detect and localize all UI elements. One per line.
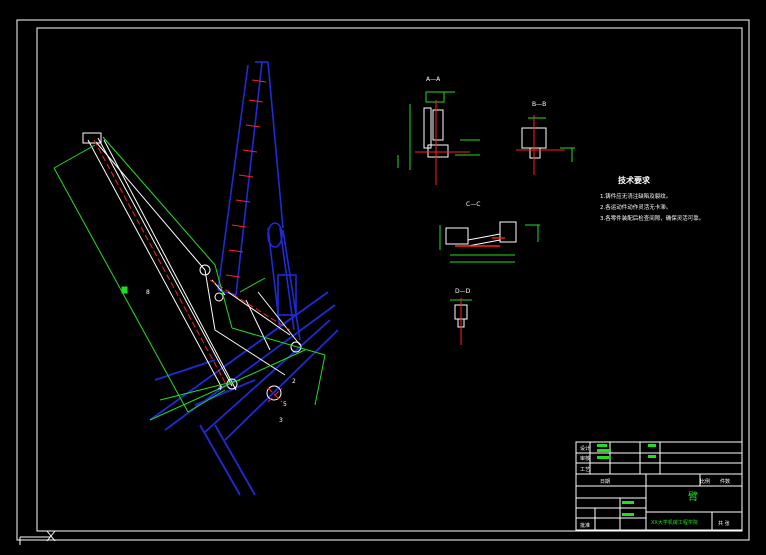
section-label-a: A—A bbox=[426, 76, 441, 83]
boom-center-lines bbox=[93, 139, 291, 403]
tech-requirement-item: 3.各零件装配后检查间隙，确保灵活可靠。 bbox=[600, 214, 704, 222]
ucs-icon bbox=[19, 530, 56, 545]
hydraulic-cylinder bbox=[267, 222, 301, 341]
drawing-frame bbox=[16, 19, 750, 541]
title-block-label: 批准 bbox=[580, 522, 590, 529]
title-block-label: 设计 bbox=[580, 445, 590, 452]
title-block-label: 审核 bbox=[580, 455, 590, 462]
dimension-lines bbox=[53, 136, 326, 421]
title-block: 设计 审核 工艺 批准 比例 件数 共 张 日期 臂 XX大学机械工程学院 bbox=[575, 441, 743, 531]
title-block-date-label: 日期 bbox=[600, 479, 610, 485]
title-block-qty-label: 件数 bbox=[720, 478, 730, 485]
section-view-b: B—B bbox=[516, 101, 575, 175]
main-assembly-view: 8 4 5 2 3 bbox=[53, 61, 339, 496]
tech-requirements: 技术要求 1.铸件应无浇注缺陷及裂纹。 2.各运动件动作灵活无卡滞。 3.各零件… bbox=[600, 175, 704, 222]
title-block-sheet-label: 共 张 bbox=[718, 520, 730, 527]
title-block-subtitle: XX大学机械工程学院 bbox=[651, 519, 698, 526]
section-view-c: C—C bbox=[439, 201, 540, 263]
section-label-c: C—C bbox=[466, 201, 480, 208]
tech-requirement-item: 1.铸件应无浇注缺陷及裂纹。 bbox=[600, 192, 671, 200]
section-label-b: B—B bbox=[532, 101, 546, 108]
svg-text:5: 5 bbox=[283, 401, 287, 408]
svg-text:2: 2 bbox=[292, 378, 296, 385]
title-block-part-name: 臂 bbox=[688, 490, 698, 503]
svg-text:4: 4 bbox=[218, 385, 222, 392]
window-top-strip bbox=[0, 0, 766, 18]
dimension-numbers: 8 4 5 2 3 bbox=[146, 289, 296, 424]
section-view-a: A—A bbox=[397, 76, 480, 185]
mast-center-marks bbox=[225, 79, 267, 278]
tech-requirements-title: 技术要求 bbox=[618, 175, 651, 185]
section-view-d: D—D bbox=[450, 288, 472, 345]
section-label-d: D—D bbox=[455, 288, 471, 295]
svg-text:3: 3 bbox=[279, 417, 283, 424]
tech-requirement-item: 2.各运动件动作灵活无卡滞。 bbox=[600, 203, 671, 211]
title-block-scale-label: 比例 bbox=[700, 478, 710, 485]
title-block-label: 工艺 bbox=[580, 467, 590, 473]
svg-text:8: 8 bbox=[146, 289, 150, 296]
